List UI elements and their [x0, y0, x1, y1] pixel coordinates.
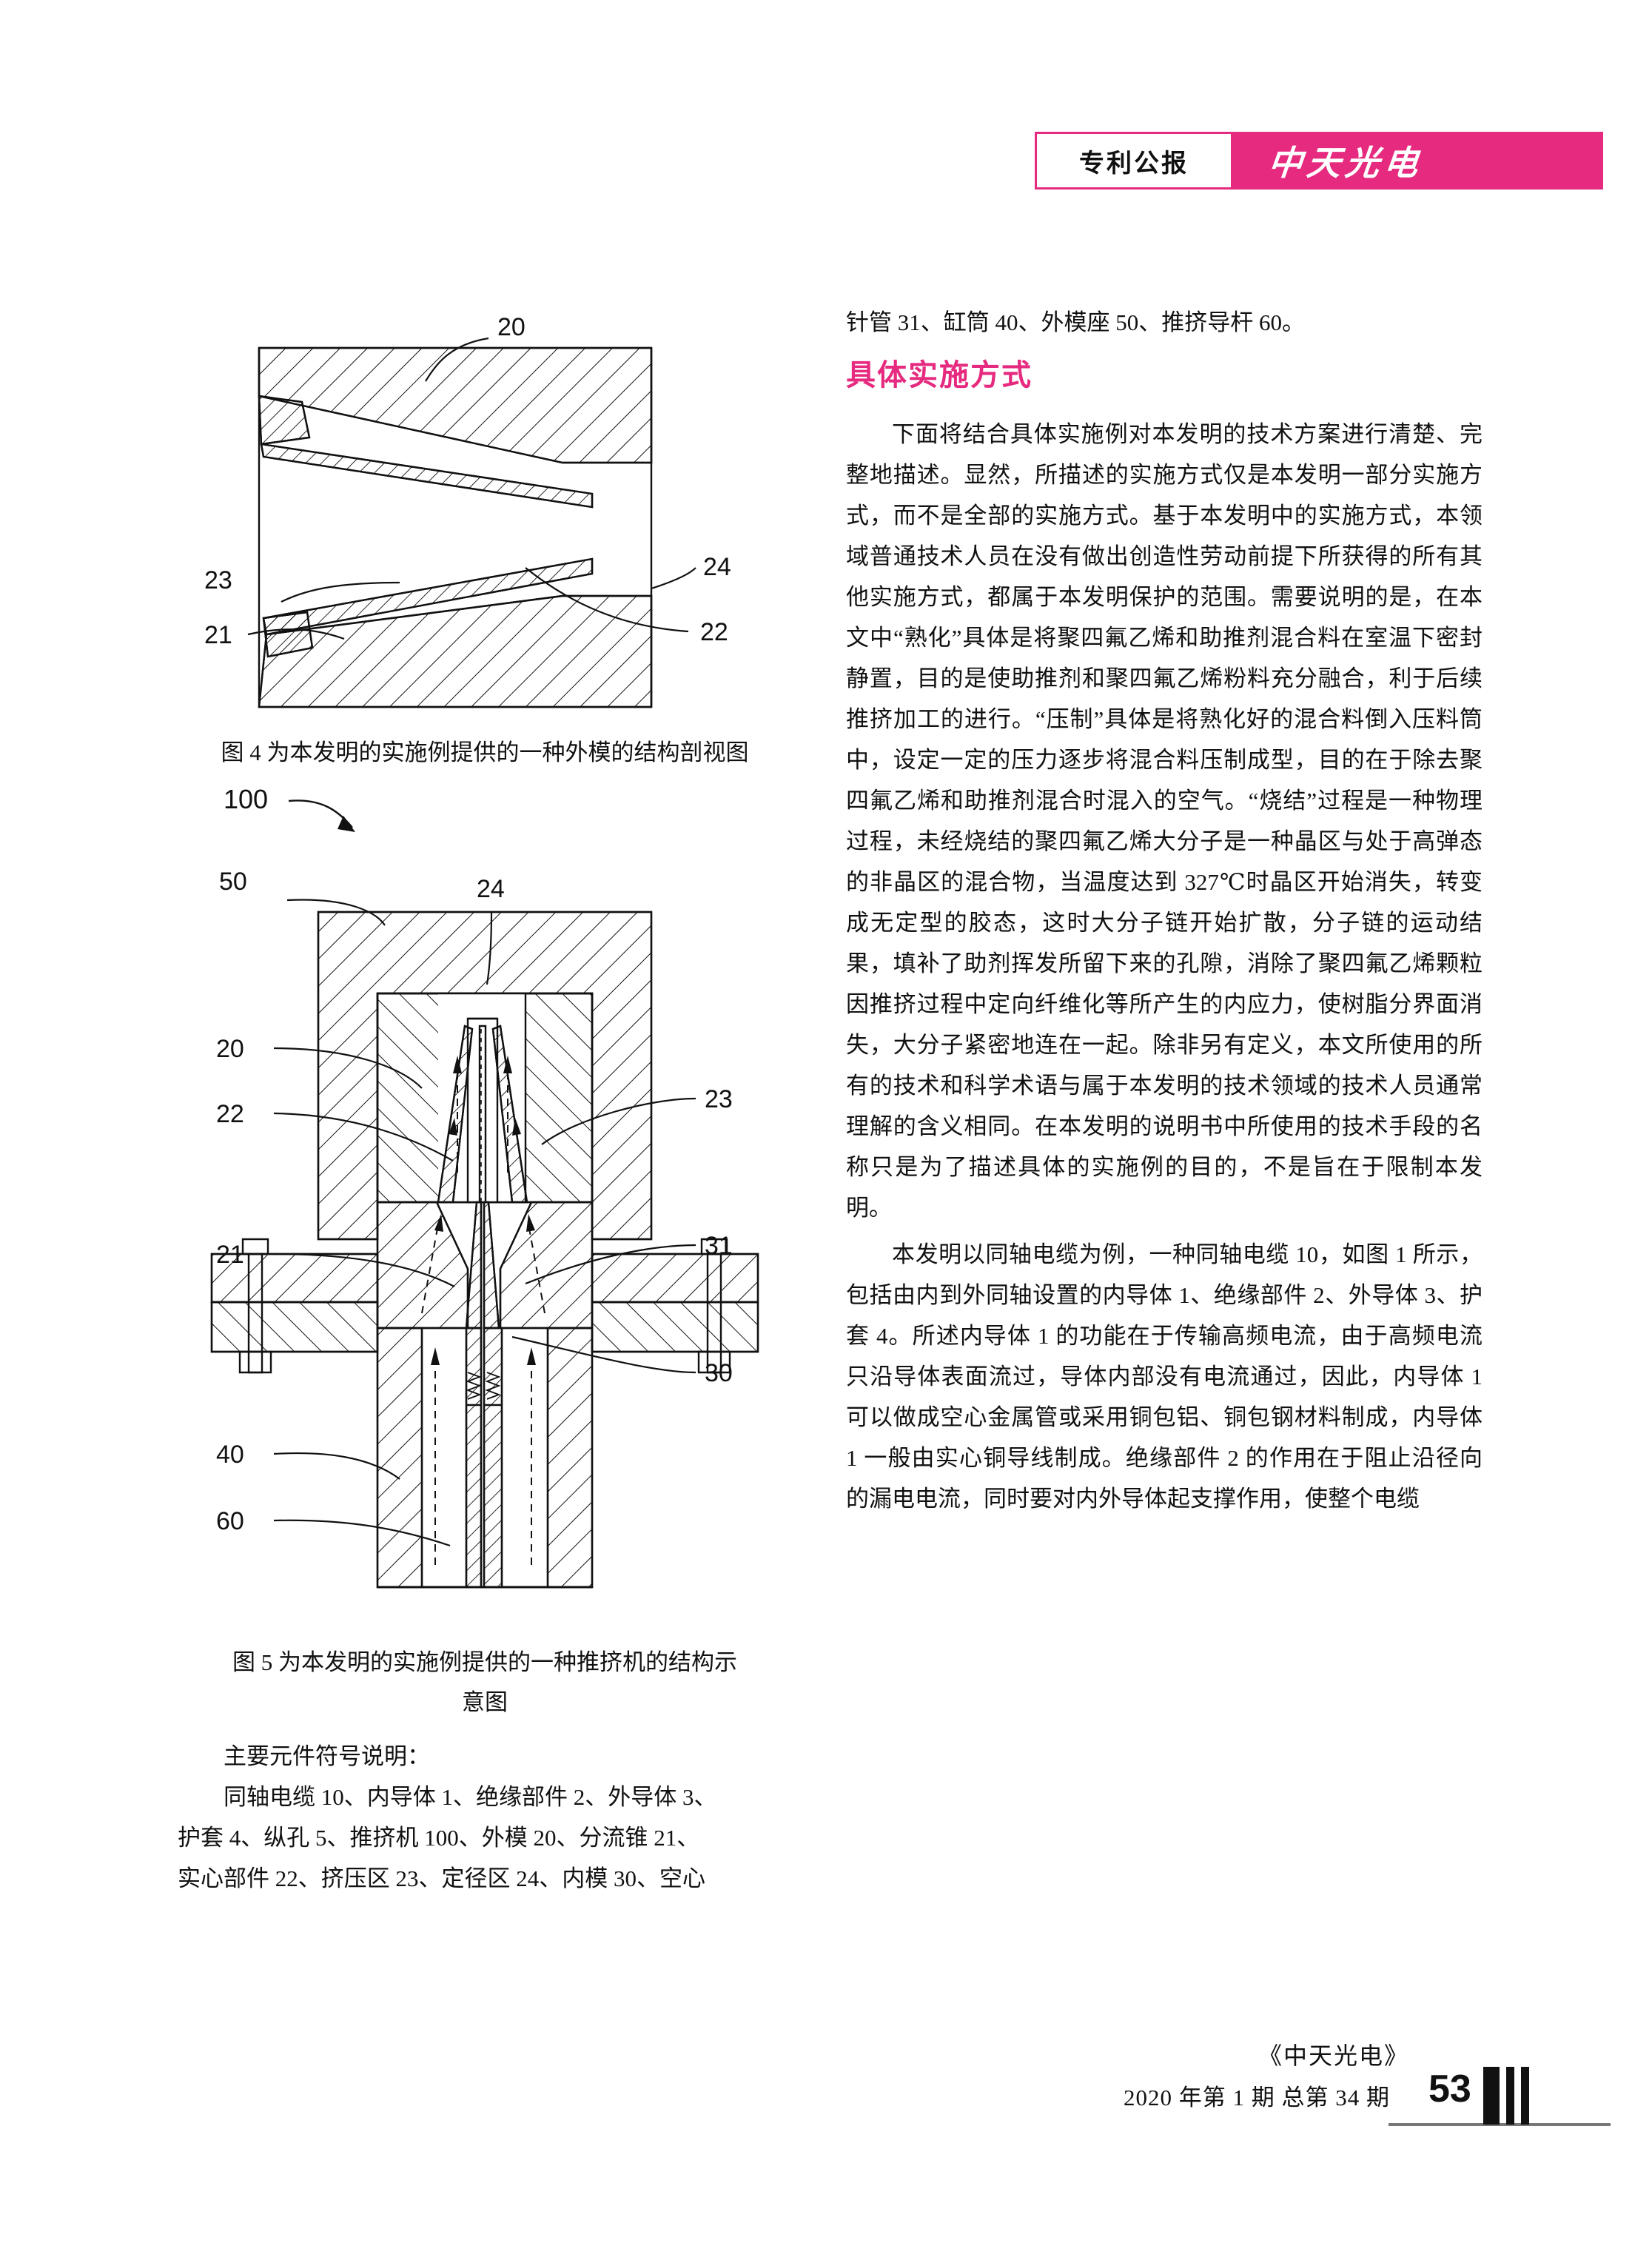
figure-5-caption-line1: 图 5 为本发明的实施例提供的一种推挤机的结构示	[232, 1649, 737, 1675]
figure-5-drawing: 50 24 20 22 23 21 31 30 40 60	[210, 868, 759, 1589]
symbols-line-3: 实心部件 22、挤压区 23、定径区 24、内模 30、空心	[178, 1865, 705, 1891]
footer-bar-decoration	[1483, 2067, 1529, 2125]
body-paragraph-2: 本发明以同轴电缆为例，一种同轴电缆 10，如图 1 所示，包括由内到外同轴设置的…	[846, 1241, 1483, 1512]
figure4-callout-22: 22	[700, 618, 728, 646]
figure5-callout-20: 20	[216, 1035, 244, 1063]
figure4-callout-20: 20	[497, 313, 526, 341]
body-paragraph-1: 下面将结合具体实施例对本发明的技术方案进行清楚、完整地描述。显然，所描述的实施方…	[846, 421, 1483, 1221]
page-footer: 《中天光电》 2020 年第 1 期 总第 34 期 53	[844, 2037, 1611, 2163]
brand-label: 中天光电	[1266, 144, 1425, 182]
figure-4-caption: 图 4 为本发明的实施例提供的一种外模的结构剖视图	[221, 740, 749, 765]
figure-4: 20 23 24 21 22	[178, 292, 792, 733]
figure5-pointer-label: 100	[224, 784, 268, 814]
assembly-pointer: 100	[178, 773, 792, 854]
assembly-pointer-drawing: 100	[224, 784, 355, 832]
bulletin-tag: 专利公报	[1035, 132, 1233, 190]
figure4-callout-24: 24	[703, 553, 731, 581]
right-column: 针管 31、缸筒 40、外模座 50、推挤导杆 60。 具体实施方式 下面将结合…	[846, 302, 1483, 1519]
page-number: 53	[1428, 2068, 1471, 2110]
brand-banner: 中天光电	[1233, 132, 1603, 190]
issue-line: 2020 年第 1 期 总第 34 期	[1124, 2085, 1390, 2110]
figure-4-drawing: 20 23 24 21 22	[204, 313, 731, 708]
section-heading: 具体实施方式	[846, 358, 1032, 392]
masthead: 专利公报 中天光电	[1035, 132, 1603, 190]
figure5-callout-60: 60	[216, 1507, 244, 1535]
figure5-callout-50: 50	[219, 868, 247, 896]
journal-name: 《中天光电》	[1258, 2042, 1410, 2069]
figure5-callout-31: 31	[705, 1232, 733, 1260]
figure5-callout-21: 21	[216, 1241, 244, 1269]
symbols-line-2: 护套 4、纵孔 5、推挤机 100、外模 20、分流锥 21、	[178, 1825, 700, 1851]
figure5-callout-24: 24	[477, 875, 505, 903]
figure5-callout-22: 22	[216, 1100, 244, 1128]
symbols-heading: 主要元件符号说明：	[224, 1743, 430, 1769]
footer-bar-thick	[1483, 2067, 1500, 2125]
figure-5-caption-line2: 意图	[462, 1689, 508, 1715]
figure4-callout-23: 23	[204, 566, 232, 594]
footer-bar-thin-1	[1506, 2067, 1514, 2125]
figure5-callout-23: 23	[705, 1085, 733, 1113]
symbols-line-1: 同轴电缆 10、内导体 1、绝缘部件 2、外导体 3、	[224, 1784, 717, 1810]
figure5-callout-40: 40	[216, 1441, 244, 1469]
continuation-line: 针管 31、缸筒 40、外模座 50、推挤导杆 60。	[846, 309, 1305, 335]
figure5-callout-30: 30	[705, 1359, 733, 1387]
figure4-callout-21: 21	[204, 621, 232, 649]
footer-bar-thin-2	[1521, 2067, 1529, 2125]
left-column: 20 23 24 21 22 图 4 为本发明的实施例提供的一种外模的结构剖视图…	[178, 292, 792, 1899]
footer-rule	[1389, 2123, 1611, 2126]
figure-5: 50 24 20 22 23 21 31 30 40 60	[178, 854, 792, 1643]
